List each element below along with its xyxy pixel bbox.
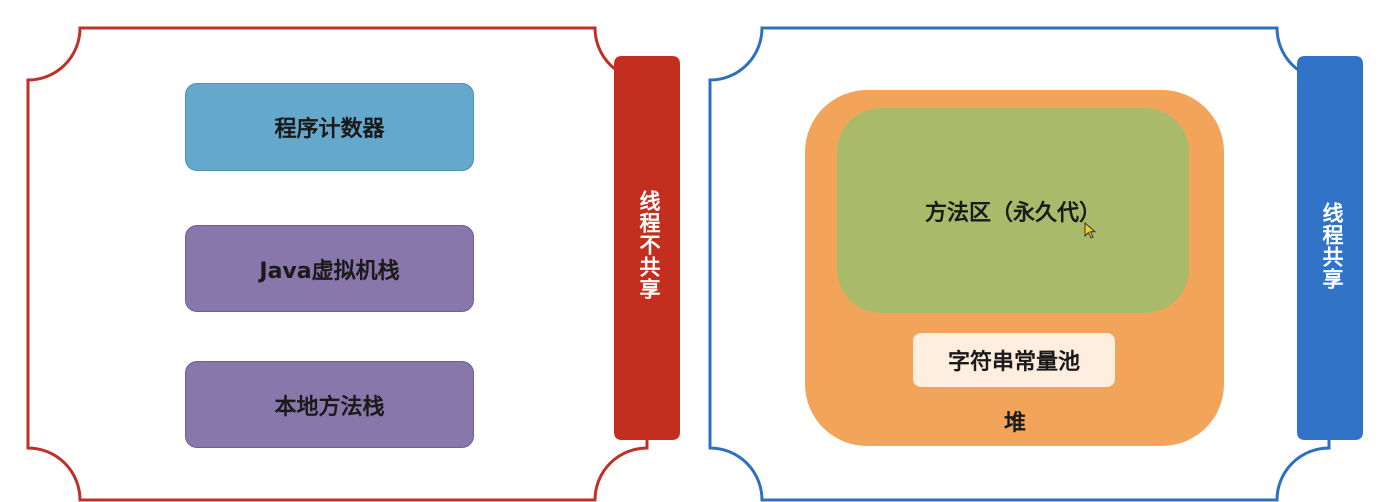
heap-label: 堆: [1003, 411, 1026, 436]
program-counter-box: 程序计数器: [185, 83, 474, 171]
method-area-box: 方法区（永久代）: [837, 108, 1189, 313]
method-area-label: 方法区（永久代）: [924, 200, 1101, 226]
thread-shared-label: 线程共享: [1320, 202, 1344, 290]
native-method-stack-box: 本地方法栈: [185, 361, 474, 448]
string-constant-pool-box: 字符串常量池: [913, 333, 1115, 387]
program-counter-label: 程序计数器: [274, 117, 385, 142]
thread-private-label-bar: [614, 56, 680, 440]
jvm-stack-box: Java虚拟机栈: [185, 225, 474, 312]
thread-shared-label-bar: [1297, 56, 1363, 440]
mouse-pointer-icon: [1084, 222, 1097, 239]
string-constant-pool-label: 字符串常量池: [947, 350, 1080, 375]
native-method-stack-label: 本地方法栈: [274, 394, 385, 420]
thread-private-label: 线程不共享: [637, 190, 661, 300]
jvm-stack-label: Java虚拟机栈: [259, 258, 400, 284]
